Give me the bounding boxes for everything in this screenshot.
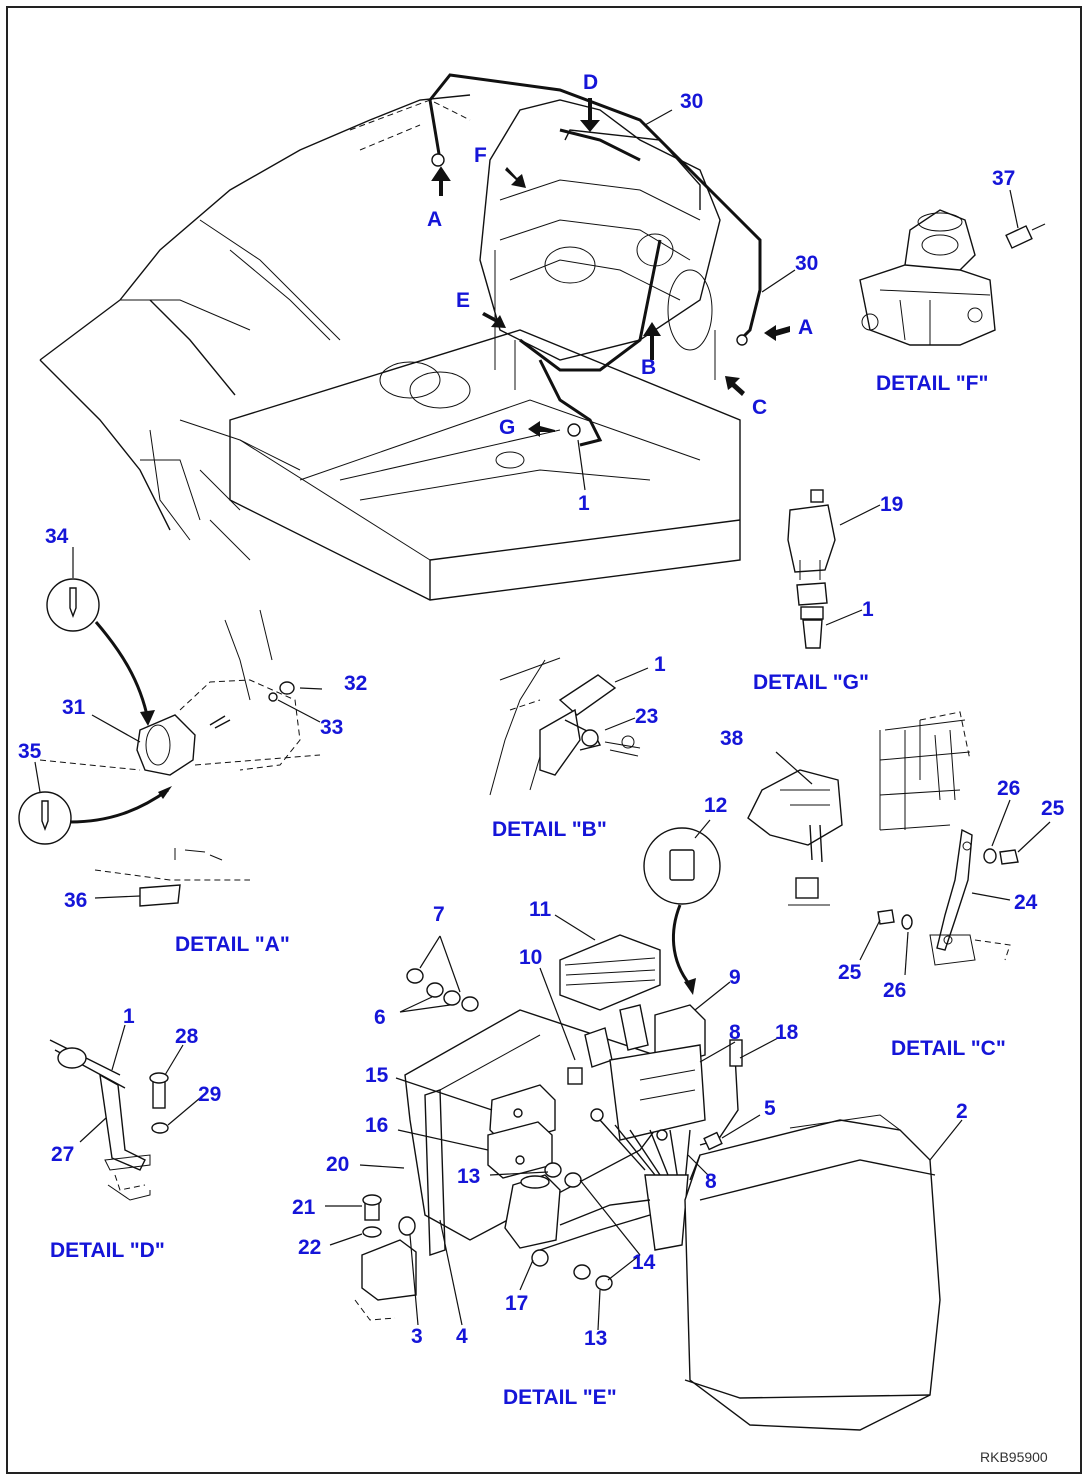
callout-22: 22 — [298, 1236, 321, 1259]
view-arrow-c: C — [752, 396, 767, 419]
view-arrow-b: B — [641, 356, 656, 379]
callout-25-right: 25 — [1041, 797, 1065, 820]
drawing-frame — [6, 6, 1082, 1474]
view-arrow-f: F — [474, 144, 487, 167]
callout-25-left: 25 — [838, 961, 862, 984]
callout-16: 16 — [365, 1114, 388, 1137]
callout-1-detail-g: 1 — [862, 598, 874, 621]
detail-d-drawing — [49, 1024, 201, 1201]
callout-36: 36 — [64, 889, 87, 912]
detail-a-drawing — [18, 547, 323, 907]
detail-a-title: DETAIL "A" — [175, 933, 290, 956]
drawing-code: RKB95900 — [980, 1449, 1048, 1465]
view-arrow-e: E — [456, 289, 470, 312]
machine-main-view — [39, 73, 796, 601]
callout-29: 29 — [198, 1083, 221, 1106]
callout-8-lower: 8 — [705, 1170, 717, 1193]
callout-30-right: 30 — [795, 252, 818, 275]
callout-34: 34 — [45, 525, 69, 548]
view-arrow-d: D — [583, 71, 598, 94]
detail-g-drawing — [787, 489, 881, 649]
callout-10: 10 — [519, 946, 542, 969]
callout-21: 21 — [292, 1196, 316, 1219]
callout-37: 37 — [992, 167, 1015, 190]
callout-1-detail-d: 1 — [123, 1005, 135, 1028]
detail-b-drawing — [489, 657, 649, 796]
callout-17: 17 — [505, 1292, 528, 1315]
callout-23: 23 — [635, 705, 658, 728]
callout-15: 15 — [365, 1064, 389, 1087]
detail-b-title: DETAIL "B" — [492, 818, 607, 841]
callout-27: 27 — [51, 1143, 74, 1166]
callout-1-main: 1 — [578, 492, 590, 515]
callout-38: 38 — [720, 727, 744, 750]
callout-31: 31 — [62, 696, 86, 719]
detail-e-drawing — [325, 819, 963, 1431]
view-arrow-a-left: A — [427, 208, 442, 231]
callout-6: 6 — [374, 1006, 386, 1029]
callout-26-upper: 26 — [997, 777, 1020, 800]
callout-8-upper: 8 — [729, 1021, 741, 1044]
callout-33: 33 — [320, 716, 343, 739]
callout-4: 4 — [456, 1325, 468, 1348]
detail-g-title: DETAIL "G" — [753, 671, 869, 694]
callout-2: 2 — [956, 1100, 968, 1123]
detail-e-title: DETAIL "E" — [503, 1386, 617, 1409]
callout-26-lower: 26 — [883, 979, 906, 1002]
callout-9: 9 — [729, 966, 741, 989]
callout-1-detail-b: 1 — [654, 653, 666, 676]
callout-32: 32 — [344, 672, 367, 695]
callout-30-upper: 30 — [680, 90, 703, 113]
callout-19: 19 — [880, 493, 903, 516]
callout-20: 20 — [326, 1153, 349, 1176]
detail-c-title: DETAIL "C" — [891, 1037, 1006, 1060]
view-arrow-a-right: A — [798, 316, 813, 339]
callout-7: 7 — [433, 903, 445, 926]
callout-14: 14 — [632, 1251, 656, 1274]
callout-5: 5 — [764, 1097, 776, 1120]
callout-18: 18 — [775, 1021, 799, 1044]
view-arrow-g: G — [499, 416, 515, 439]
detail-f-drawing — [859, 189, 1046, 346]
callout-3: 3 — [411, 1325, 423, 1348]
callout-24: 24 — [1014, 891, 1038, 914]
detail-f-title: DETAIL "F" — [876, 372, 988, 395]
callout-35: 35 — [18, 740, 42, 763]
callout-28: 28 — [175, 1025, 199, 1048]
callout-13-lower: 13 — [584, 1327, 607, 1350]
detail-c-drawing — [747, 711, 1051, 976]
callout-12: 12 — [704, 794, 727, 817]
detail-d-title: DETAIL "D" — [50, 1239, 165, 1262]
callout-11: 11 — [529, 898, 552, 921]
callout-13-upper: 13 — [457, 1165, 480, 1188]
